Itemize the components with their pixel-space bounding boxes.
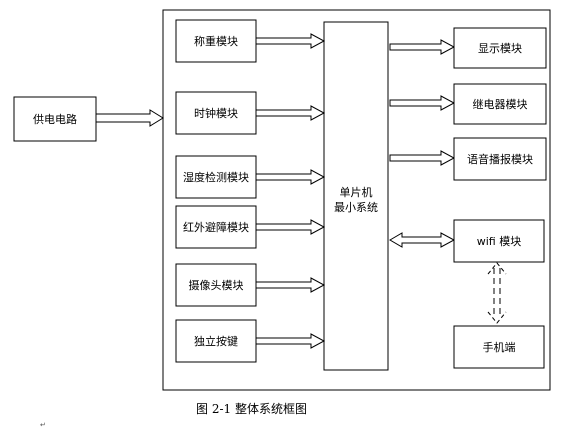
output-arrow — [389, 150, 456, 166]
input-arrow — [255, 33, 326, 49]
power-arrow — [95, 109, 164, 127]
output-label: 语音播报模块 — [467, 152, 533, 166]
input-arrow — [255, 169, 326, 185]
input-box — [175, 319, 257, 363]
paragraph-mark: ↵ — [40, 421, 46, 429]
input-arrow — [255, 219, 326, 235]
input-module-weighing: 称重模块 — [175, 19, 326, 63]
output-arrow — [389, 39, 456, 55]
output-module-relay: 继电器模块 — [389, 83, 547, 125]
input-module-infrared: 红外避障模块 — [175, 205, 326, 249]
input-module-button: 独立按键 — [175, 319, 326, 363]
input-label: 称重模块 — [194, 34, 238, 48]
input-arrow — [255, 333, 326, 349]
mcu-box — [323, 21, 389, 371]
input-label: 红外避障模块 — [183, 220, 249, 234]
input-box — [175, 91, 257, 135]
output-module-display: 显示模块 — [389, 27, 547, 69]
input-module-camera: 摄像头模块 — [175, 263, 326, 307]
output-box — [453, 27, 547, 69]
output-arrow — [389, 95, 456, 111]
mcu-label-line2: 最小系统 — [334, 201, 378, 214]
power-supply-label: 供电电路 — [33, 112, 77, 126]
output-label: 继电器模块 — [473, 98, 528, 111]
output-box — [453, 83, 547, 125]
output-label: 显示模块 — [478, 42, 522, 55]
input-box — [175, 205, 257, 249]
figure-caption: 图 2-1 整体系统框图 — [196, 402, 307, 416]
wireless-link — [487, 262, 507, 324]
input-label: 独立按键 — [194, 334, 238, 348]
phone-box — [453, 325, 545, 369]
wifi-module-box — [453, 219, 545, 263]
wifi-module-label: wifi 模块 — [477, 235, 521, 248]
input-module-clock: 时钟模块 — [175, 91, 326, 135]
output-module-voice: 语音播报模块 — [389, 137, 547, 181]
input-box — [175, 155, 257, 199]
phone-label: 手机端 — [483, 340, 516, 354]
input-arrow — [255, 277, 326, 293]
output-box — [453, 137, 547, 181]
input-module-humidity: 湿度检测模块 — [175, 155, 326, 199]
input-label: 湿度检测模块 — [183, 170, 249, 184]
input-label: 时钟模块 — [194, 106, 238, 120]
input-label: 摄像头模块 — [189, 278, 244, 292]
mcu-label-line1: 单片机 — [340, 185, 373, 199]
input-arrow — [255, 105, 326, 121]
power-supply-box — [13, 96, 97, 142]
